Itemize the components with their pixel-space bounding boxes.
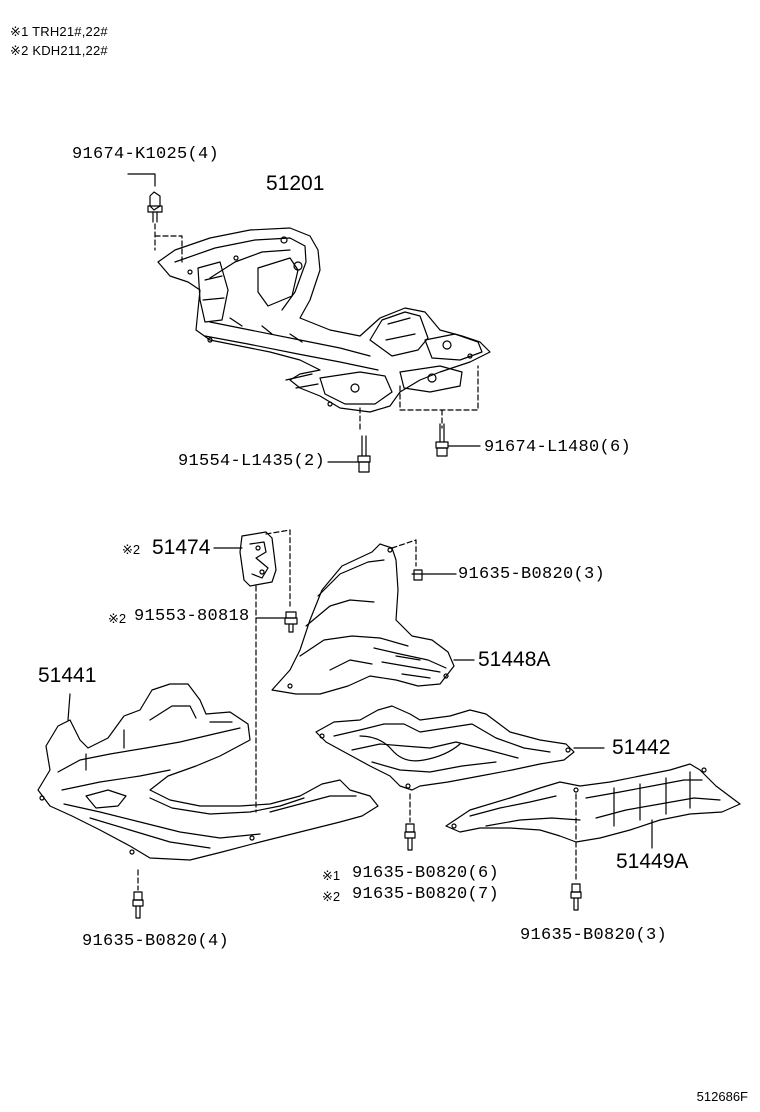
label-91635-B0820-3-bottom: 91635-B0820(3) [520,926,668,945]
bolt-icon [127,173,163,223]
label-91674-L1480: 91674-L1480(6) [484,438,632,457]
label-91635-B0820-6: 91635-B0820(6) [352,864,500,883]
cover-51449A [445,763,741,849]
figure-id: 512686F [696,1089,748,1104]
cover-51442 [315,705,605,791]
legend-row-1: ※1 TRH21#,22# [10,24,108,40]
label-91554-L1435: 91554-L1435(2) [178,452,326,471]
legend-text: KDH211,22# [32,43,108,58]
legend-mark: ※2 [10,43,29,58]
legend-row-2: ※2 KDH211,22# [10,43,108,59]
guide-lines [154,223,479,431]
screw-icon [255,611,298,633]
cover-51441 [37,683,379,861]
label-91635-6-mark: ※1 [322,868,341,883]
label-91553-mark: ※2 [108,611,127,626]
legend-text: TRH21#,22# [32,24,108,39]
bolt-icon [404,793,416,851]
label-91635-B0820-4: 91635-B0820(4) [82,932,230,951]
label-91635-B0820-3-top: 91635-B0820(3) [458,565,606,584]
label-51448A: 51448A [478,648,551,671]
label-51442: 51442 [612,736,671,759]
bolt-icon [411,569,457,581]
label-51441: 51441 [38,664,97,687]
bracket-51474 [213,531,277,587]
label-91674-K1025: 91674-K1025(4) [72,145,220,164]
bolt-icon [435,423,481,457]
cover-51448A [271,543,475,695]
crossmember-51201 [157,227,491,413]
label-91635-B0820-7: 91635-B0820(7) [352,885,500,904]
legend-mark: ※1 [10,24,29,39]
label-51201: 51201 [266,172,325,195]
label-51474: 51474 [152,536,211,559]
label-91553-80818: 91553-80818 [134,607,250,626]
bolt-icon [132,869,144,919]
label-51474-mark: ※2 [122,542,141,557]
bolt-icon [570,793,582,911]
label-91635-7-mark: ※2 [322,889,341,904]
label-51449A: 51449A [616,850,689,873]
bolt-icon [327,435,371,473]
